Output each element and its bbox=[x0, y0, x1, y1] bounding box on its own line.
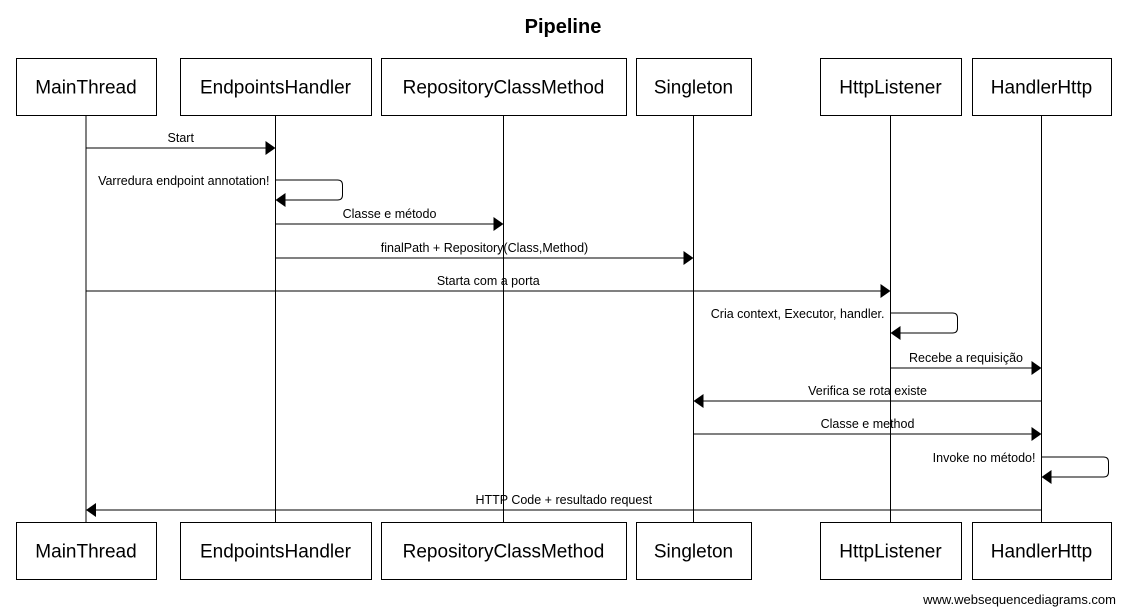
message-label-11: HTTP Code + resultado request bbox=[475, 493, 652, 507]
participant-boxes: MainThreadMainThreadEndpointsHandlerEndp… bbox=[16, 58, 1112, 580]
participant-label-top-sing: Singleton bbox=[654, 78, 733, 99]
diagram-title: Pipeline bbox=[525, 16, 602, 38]
message-label-3: Classe e método bbox=[343, 207, 437, 221]
message-label-5: Starta com a porta bbox=[437, 274, 540, 288]
message-7: Recebe a requisição bbox=[890, 351, 1042, 375]
message-label-8: Verifica se rota existe bbox=[808, 384, 927, 398]
message-2: Varredura endpoint annotation! bbox=[98, 174, 343, 207]
message-1: Start bbox=[86, 131, 276, 155]
participant-box-bottom-hand bbox=[972, 522, 1112, 580]
participant-label-top-hand: HandlerHttp bbox=[991, 78, 1092, 99]
participant-label-bottom-sing: Singleton bbox=[654, 542, 733, 563]
participant-label-top-http: HttpListener bbox=[839, 78, 942, 99]
participant-box-top-endp bbox=[180, 58, 372, 116]
message-label-10: Invoke no método! bbox=[933, 451, 1036, 465]
participant-label-top-endp: EndpointsHandler bbox=[200, 78, 352, 99]
message-label-9: Classe e method bbox=[821, 417, 915, 431]
participant-box-top-http bbox=[820, 58, 962, 116]
message-4: finalPath + Repository(Class,Method) bbox=[275, 241, 694, 265]
message-9: Classe e method bbox=[693, 417, 1042, 441]
participant-box-bottom-http bbox=[820, 522, 962, 580]
message-10: Invoke no método! bbox=[933, 451, 1109, 484]
message-label-7: Recebe a requisição bbox=[909, 351, 1023, 365]
participant-label-bottom-endp: EndpointsHandler bbox=[200, 542, 352, 563]
participant-box-bottom-endp bbox=[180, 522, 372, 580]
participant-label-bottom-main: MainThread bbox=[35, 542, 136, 563]
participant-label-bottom-repo: RepositoryClassMethod bbox=[403, 542, 605, 563]
message-11: HTTP Code + resultado request bbox=[86, 493, 1042, 517]
message-5: Starta com a porta bbox=[86, 274, 891, 298]
lifelines bbox=[85, 115, 1042, 522]
message-label-6: Cria context, Executor, handler. bbox=[711, 307, 885, 321]
participant-box-bottom-repo bbox=[381, 522, 627, 580]
message-label-4: finalPath + Repository(Class,Method) bbox=[381, 241, 588, 255]
message-label-1: Start bbox=[168, 131, 195, 145]
message-label-2: Varredura endpoint annotation! bbox=[98, 174, 269, 188]
participant-box-bottom-sing bbox=[636, 522, 752, 580]
participant-box-top-hand bbox=[972, 58, 1112, 116]
participant-box-top-sing bbox=[636, 58, 752, 116]
watermark-text: www.websequencediagrams.com bbox=[922, 592, 1116, 607]
participant-label-top-main: MainThread bbox=[35, 78, 136, 99]
message-3: Classe e método bbox=[275, 207, 504, 231]
participant-label-bottom-http: HttpListener bbox=[839, 542, 942, 563]
participant-box-top-repo bbox=[381, 58, 627, 116]
participant-label-top-repo: RepositoryClassMethod bbox=[403, 78, 605, 99]
participant-box-top-main bbox=[16, 58, 157, 116]
participant-label-bottom-hand: HandlerHttp bbox=[991, 542, 1092, 563]
participant-box-bottom-main bbox=[16, 522, 157, 580]
message-8: Verifica se rota existe bbox=[693, 384, 1042, 408]
message-6: Cria context, Executor, handler. bbox=[711, 307, 958, 340]
